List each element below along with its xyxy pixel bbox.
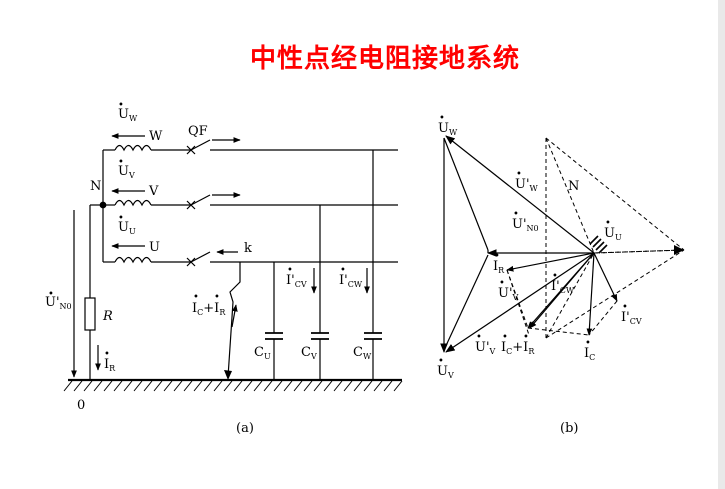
b-label-uv: UV xyxy=(437,364,454,380)
fault-path xyxy=(227,262,241,378)
b-label-uu: UU xyxy=(604,226,622,242)
b-label-n: N xyxy=(568,179,579,194)
svg-text:•: • xyxy=(502,332,508,343)
label-fault-point: k xyxy=(244,241,252,256)
svg-text:•: • xyxy=(585,338,591,349)
svg-text:•: • xyxy=(48,289,54,300)
diagram-b-labels: UW • U'W • N U'N0 • UU • IR • U'V • I'CW… xyxy=(437,113,642,436)
label-ic-ir: IC+IR xyxy=(192,301,226,317)
circuit-diagram-a xyxy=(63,133,403,392)
ground-hatch xyxy=(63,380,403,392)
right-edge-bar xyxy=(718,0,725,489)
label-phase-u: U xyxy=(149,240,160,255)
winding-v xyxy=(114,199,152,207)
label-uv: UV xyxy=(118,164,135,180)
phasor-uw-to-n0 xyxy=(443,137,489,251)
winding-u xyxy=(114,256,152,264)
dashed-arrowhead xyxy=(674,245,684,255)
svg-text:•: • xyxy=(605,218,611,229)
svg-text:•: • xyxy=(118,213,124,224)
resistor-r xyxy=(84,297,96,331)
b-label-ic: IC xyxy=(584,346,595,362)
caption-b: (b) xyxy=(560,421,578,436)
label-phase-v: V xyxy=(148,184,159,199)
phasor-uprime-w xyxy=(445,135,595,254)
b-label-uprime-w: U'W xyxy=(515,177,539,193)
svg-text:•: • xyxy=(439,113,445,124)
phasor-ic xyxy=(586,252,595,336)
capacitor-cv xyxy=(311,205,329,380)
phasor-diagram-b xyxy=(440,135,618,353)
svg-text:•: • xyxy=(214,292,220,303)
svg-text:•: • xyxy=(523,332,529,343)
winding-w xyxy=(114,144,152,152)
svg-text:•: • xyxy=(193,292,199,303)
b-label-ir: IR xyxy=(493,259,505,275)
phasor-iprime-cv xyxy=(593,252,618,302)
svg-text:•: • xyxy=(118,100,124,111)
svg-text:•: • xyxy=(118,157,124,168)
label-resistor: R xyxy=(102,309,113,324)
diagram-a-labels: UW • W UV • V UU • U N QF k U'N0 • R IR … xyxy=(45,100,372,436)
label-icv: I'CV xyxy=(286,273,307,289)
capacitor-cw xyxy=(364,150,382,380)
svg-text:•: • xyxy=(476,332,482,343)
fault-current-arrow xyxy=(231,304,238,328)
phasor-uprime-v xyxy=(445,252,595,353)
b-label-iprime-cv: I'CV xyxy=(621,310,642,326)
b-label-iprime-cw: I'CW xyxy=(551,279,575,295)
label-cw: CW xyxy=(353,345,372,361)
label-uw: UW xyxy=(118,107,138,123)
label-cu: CU xyxy=(254,345,271,361)
label-uu: UU xyxy=(118,220,136,236)
label-ir: IR xyxy=(104,357,116,373)
label-breaker: QF xyxy=(188,124,208,139)
svg-text:•: • xyxy=(287,265,293,276)
capacitor-cu xyxy=(265,262,283,380)
svg-text:•: • xyxy=(513,209,519,220)
svg-text:•: • xyxy=(494,251,500,262)
uu-hatch xyxy=(589,235,608,254)
svg-text:•: • xyxy=(516,169,522,180)
label-neutral: N xyxy=(90,179,101,194)
breaker-qf xyxy=(186,139,398,267)
svg-text:•: • xyxy=(552,271,558,282)
label-ground-zero: 0 xyxy=(77,398,85,413)
label-cv: CV xyxy=(301,345,317,361)
phasor-uv-to-n0 xyxy=(443,254,489,351)
b-label-uv-bottom: U'V xyxy=(475,340,496,356)
b-label-uw: UW xyxy=(438,121,458,137)
label-phase-w: W xyxy=(149,129,163,144)
svg-text:•: • xyxy=(438,356,444,367)
label-icw: I'CW xyxy=(339,273,363,289)
phasor-dashed-lines xyxy=(506,137,685,339)
svg-text:•: • xyxy=(104,349,110,360)
caption-a: (a) xyxy=(236,421,254,436)
b-label-ic-ir: IC+IR xyxy=(501,340,535,356)
phasor-ir xyxy=(506,252,595,272)
svg-text:•: • xyxy=(622,302,628,313)
svg-text:•: • xyxy=(340,265,346,276)
b-label-uprime-n0: U'N0 xyxy=(512,217,539,233)
svg-text:•: • xyxy=(499,278,505,289)
slide-title: 中性点经电阻接地系统 xyxy=(249,44,520,74)
b-label-uprime-v: U'V xyxy=(498,286,519,302)
label-un0: U'N0 xyxy=(45,295,72,311)
